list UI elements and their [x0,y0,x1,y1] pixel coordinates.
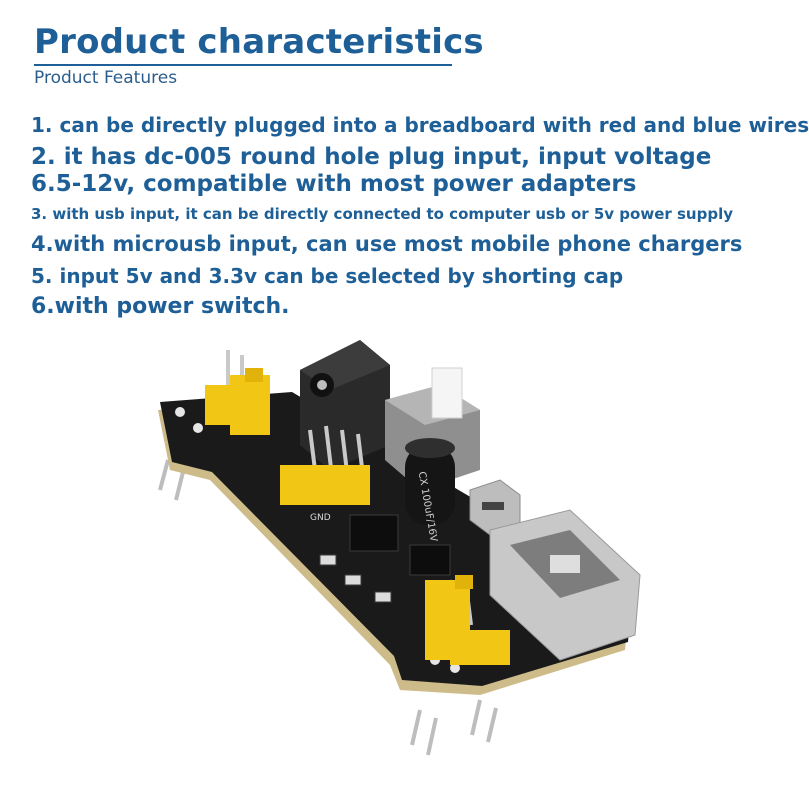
pin-header-middle: GND [280,425,370,523]
feature-item-2: 2. it has dc-005 round hole plug input, … [31,144,711,198]
mounting-hole [450,663,460,673]
dc-barrel-jack [300,340,390,470]
mounting-hole [193,423,203,433]
feature-item-4: 4.with microusb input, can use most mobi… [31,232,743,256]
page-subtitle: Product Features [34,68,178,88]
breadboard-power-module-image: CX 100uF/16V GND [158,340,641,756]
feature-item-2-line-2: 6.5-12v, compatible with most power adap… [31,171,637,197]
usb-a-port [489,509,641,661]
page-title: Product characteristics [34,22,484,62]
smd-components [319,514,451,603]
feature-item-2-line-1: 2. it has dc-005 round hole plug input, … [31,144,712,170]
feature-item-1: 1. can be directly plugged into a breadb… [31,113,809,137]
mounting-hole [175,407,185,417]
jumper-cap-left [205,350,270,435]
feature-item-3: 3. with usb input, it can be directly co… [31,205,734,223]
title-underline [34,64,452,66]
feature-item-6: 6.with power switch. [31,294,290,319]
feature-item-5: 5. input 5v and 3.3v can be selected by … [31,264,624,288]
bottom-pins [158,459,498,756]
jumper-cap-right [425,575,510,665]
gnd-label: GND [310,513,331,523]
